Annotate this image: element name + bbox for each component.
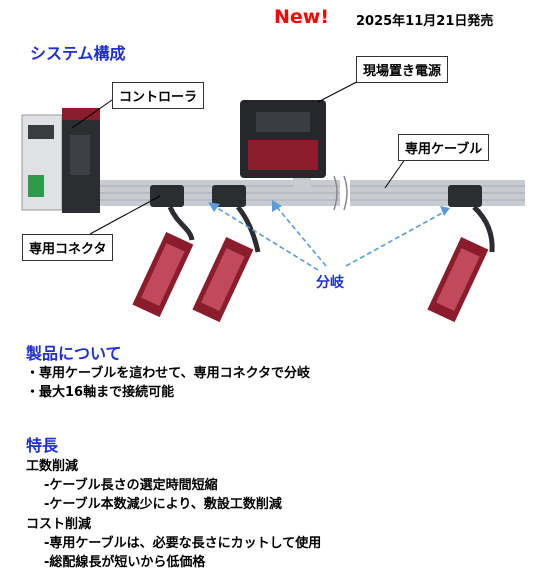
branch-label: 分岐 bbox=[316, 275, 344, 291]
controller-unit bbox=[21, 108, 100, 213]
connector-3 bbox=[448, 185, 495, 253]
main-cable-right bbox=[350, 180, 525, 206]
feature-group-heading-2: コスト削減 bbox=[26, 517, 92, 532]
actuator-2 bbox=[192, 236, 254, 323]
product-title: 製品について bbox=[26, 344, 122, 363]
cable-break-mark bbox=[333, 175, 348, 211]
release-date: 2025年11月21日発売 bbox=[356, 14, 494, 29]
power-supply-unit bbox=[240, 100, 326, 178]
feature-item: -総配線長が短いから低価格 bbox=[44, 555, 206, 570]
feature-item: -ケーブル本数減少により、敷設工数削減 bbox=[44, 497, 282, 512]
cable-label: 専用ケーブル bbox=[398, 134, 490, 161]
new-badge: New! bbox=[274, 6, 330, 28]
system-diagram bbox=[21, 73, 525, 323]
features-title: 特長 bbox=[26, 436, 59, 455]
actuator-3 bbox=[427, 236, 489, 323]
connector-2 bbox=[212, 185, 261, 253]
connector-pointer bbox=[89, 195, 161, 235]
actuator-1 bbox=[132, 231, 194, 318]
feature-group-heading-1: 工数削減 bbox=[26, 459, 79, 474]
branch-arrows bbox=[213, 205, 445, 271]
product-line-1: ・専用ケーブルを這わせて、専用コネクタで分岐 bbox=[26, 366, 311, 381]
power-supply-label: 現場置き電源 bbox=[356, 56, 449, 83]
controller-pointer bbox=[71, 99, 113, 129]
product-line-2: ・最大16軸まで接続可能 bbox=[26, 385, 175, 400]
arrow-heads bbox=[208, 200, 450, 216]
feature-item: -専用ケーブルは、必要な長さにカットして使用 bbox=[44, 536, 322, 551]
feature-item: -ケーブル長さの選定時間短縮 bbox=[44, 478, 218, 493]
connector-label: 専用コネクタ bbox=[22, 234, 114, 261]
system-title: システム構成 bbox=[30, 44, 126, 63]
controller-label: コントローラ bbox=[112, 82, 205, 109]
connector-1 bbox=[150, 185, 195, 241]
